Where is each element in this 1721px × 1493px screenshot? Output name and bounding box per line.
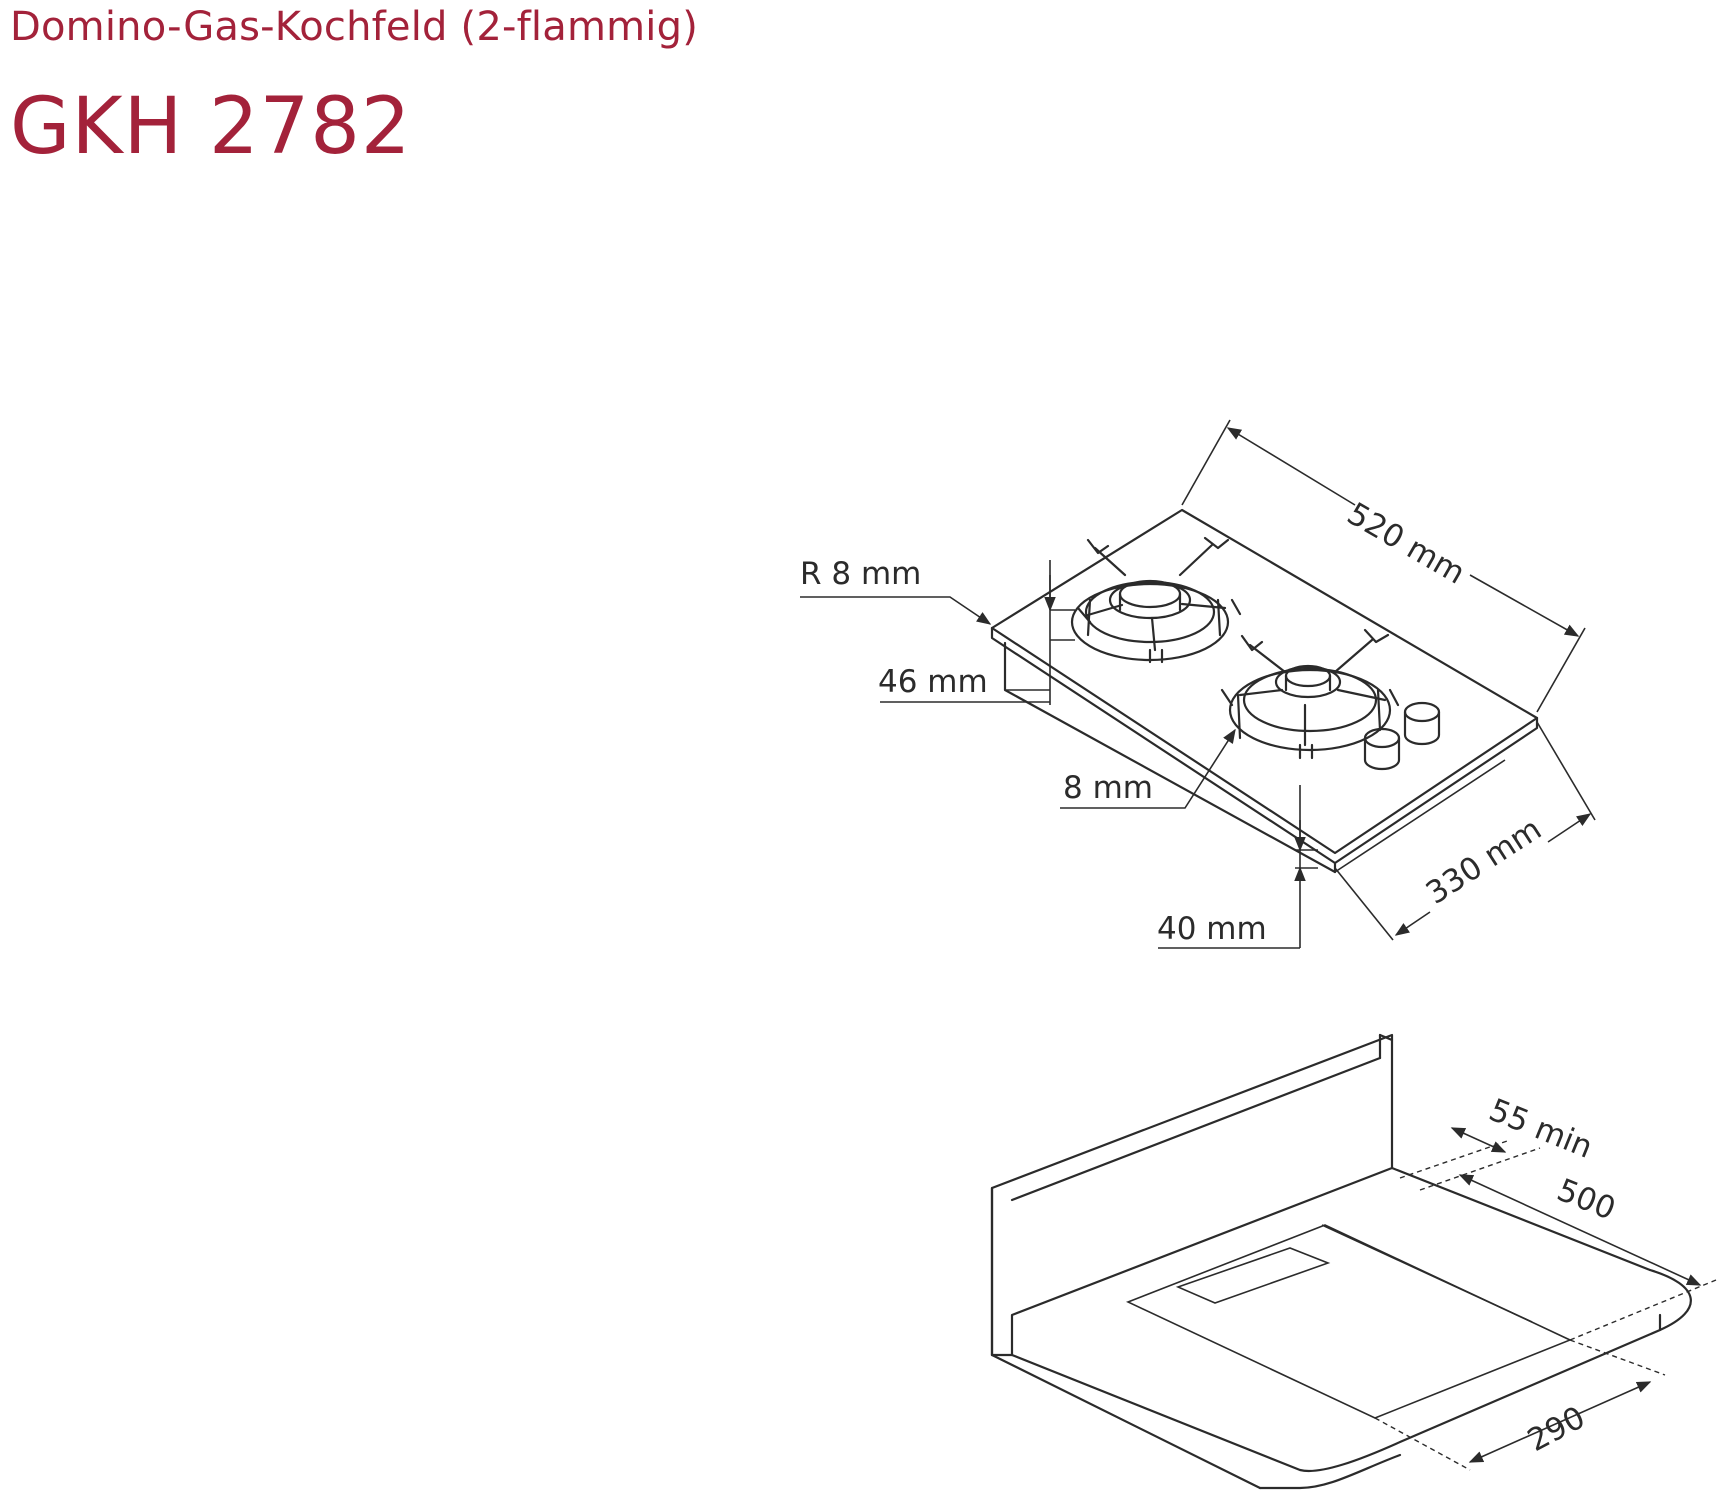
label-radius: R 8 mm [800, 556, 921, 592]
control-knobs [1363, 701, 1441, 771]
dimension-cutout-depth [1158, 785, 1318, 949]
burner-back [1070, 536, 1242, 664]
label-cutout-depth: 40 mm [1157, 911, 1267, 947]
model-number: GKH 2782 [10, 82, 412, 172]
label-cutout-width: 500 [1552, 1172, 1620, 1228]
dimension-depth [1334, 721, 1596, 941]
hob-drawing: R 8 mm 46 mm 8 mm 40 mm 520 mm 330 mm [800, 419, 1596, 949]
label-wall-distance: 55 min [1484, 1092, 1597, 1166]
label-cutout-depth-bottom: 290 [1522, 1399, 1591, 1459]
worktop [990, 1353, 1262, 1490]
product-subtitle: Domino-Gas-Kochfeld (2-flammig) [10, 4, 698, 50]
dimension-width [1181, 419, 1586, 713]
label-width: 520 mm [1341, 496, 1471, 592]
dimension-height [880, 560, 1075, 705]
leader-radius [800, 596, 992, 625]
label-height: 46 mm [878, 664, 988, 700]
backsplash [990, 1033, 1394, 1357]
cutout [1125, 1224, 1573, 1419]
burner-front [1220, 628, 1400, 760]
cutout-inner [1175, 1247, 1331, 1304]
worktop-drawing: 55 min 500 290 [990, 1033, 1717, 1490]
label-depth: 330 mm [1420, 811, 1548, 912]
leader-glass [1060, 728, 1236, 809]
label-glass: 8 mm [1063, 770, 1153, 806]
